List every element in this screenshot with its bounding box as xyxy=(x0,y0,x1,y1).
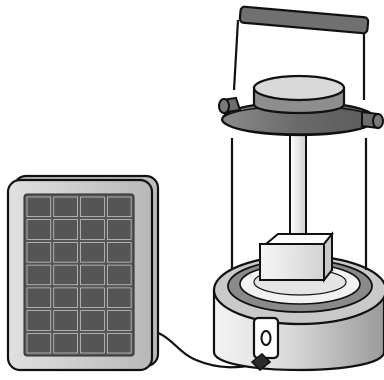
solar-cell xyxy=(27,220,51,240)
solar-cell xyxy=(27,197,51,217)
lantern-handle xyxy=(240,6,369,33)
solar-cell xyxy=(81,288,105,308)
solar-cell xyxy=(54,265,78,285)
solar-cell xyxy=(54,288,78,308)
solar-cell xyxy=(107,333,131,353)
solar-cell xyxy=(54,197,78,217)
solar-cell xyxy=(107,288,131,308)
solar-cell xyxy=(107,311,131,331)
solar-cell xyxy=(107,242,131,262)
solar-panel xyxy=(8,176,158,370)
solar-cell xyxy=(81,311,105,331)
solar-cell xyxy=(107,265,131,285)
solar-cell xyxy=(27,265,51,285)
lantern-light-block xyxy=(260,234,332,280)
solar-cell xyxy=(81,197,105,217)
solar-cell xyxy=(27,333,51,353)
lantern-light-pole xyxy=(290,130,306,248)
solar-cell xyxy=(54,311,78,331)
solar-cell xyxy=(81,333,105,353)
solar-cell xyxy=(27,242,51,262)
solar-cell xyxy=(27,311,51,331)
solar-cell xyxy=(107,220,131,240)
solar-cell xyxy=(54,220,78,240)
solar-cell xyxy=(27,288,51,308)
solar-cell xyxy=(54,242,78,262)
solar-cell xyxy=(81,265,105,285)
solar-cell xyxy=(54,333,78,353)
solar-cell xyxy=(107,197,131,217)
solar-cell xyxy=(81,242,105,262)
solar-cell xyxy=(81,220,105,240)
camping-lantern xyxy=(214,6,384,370)
